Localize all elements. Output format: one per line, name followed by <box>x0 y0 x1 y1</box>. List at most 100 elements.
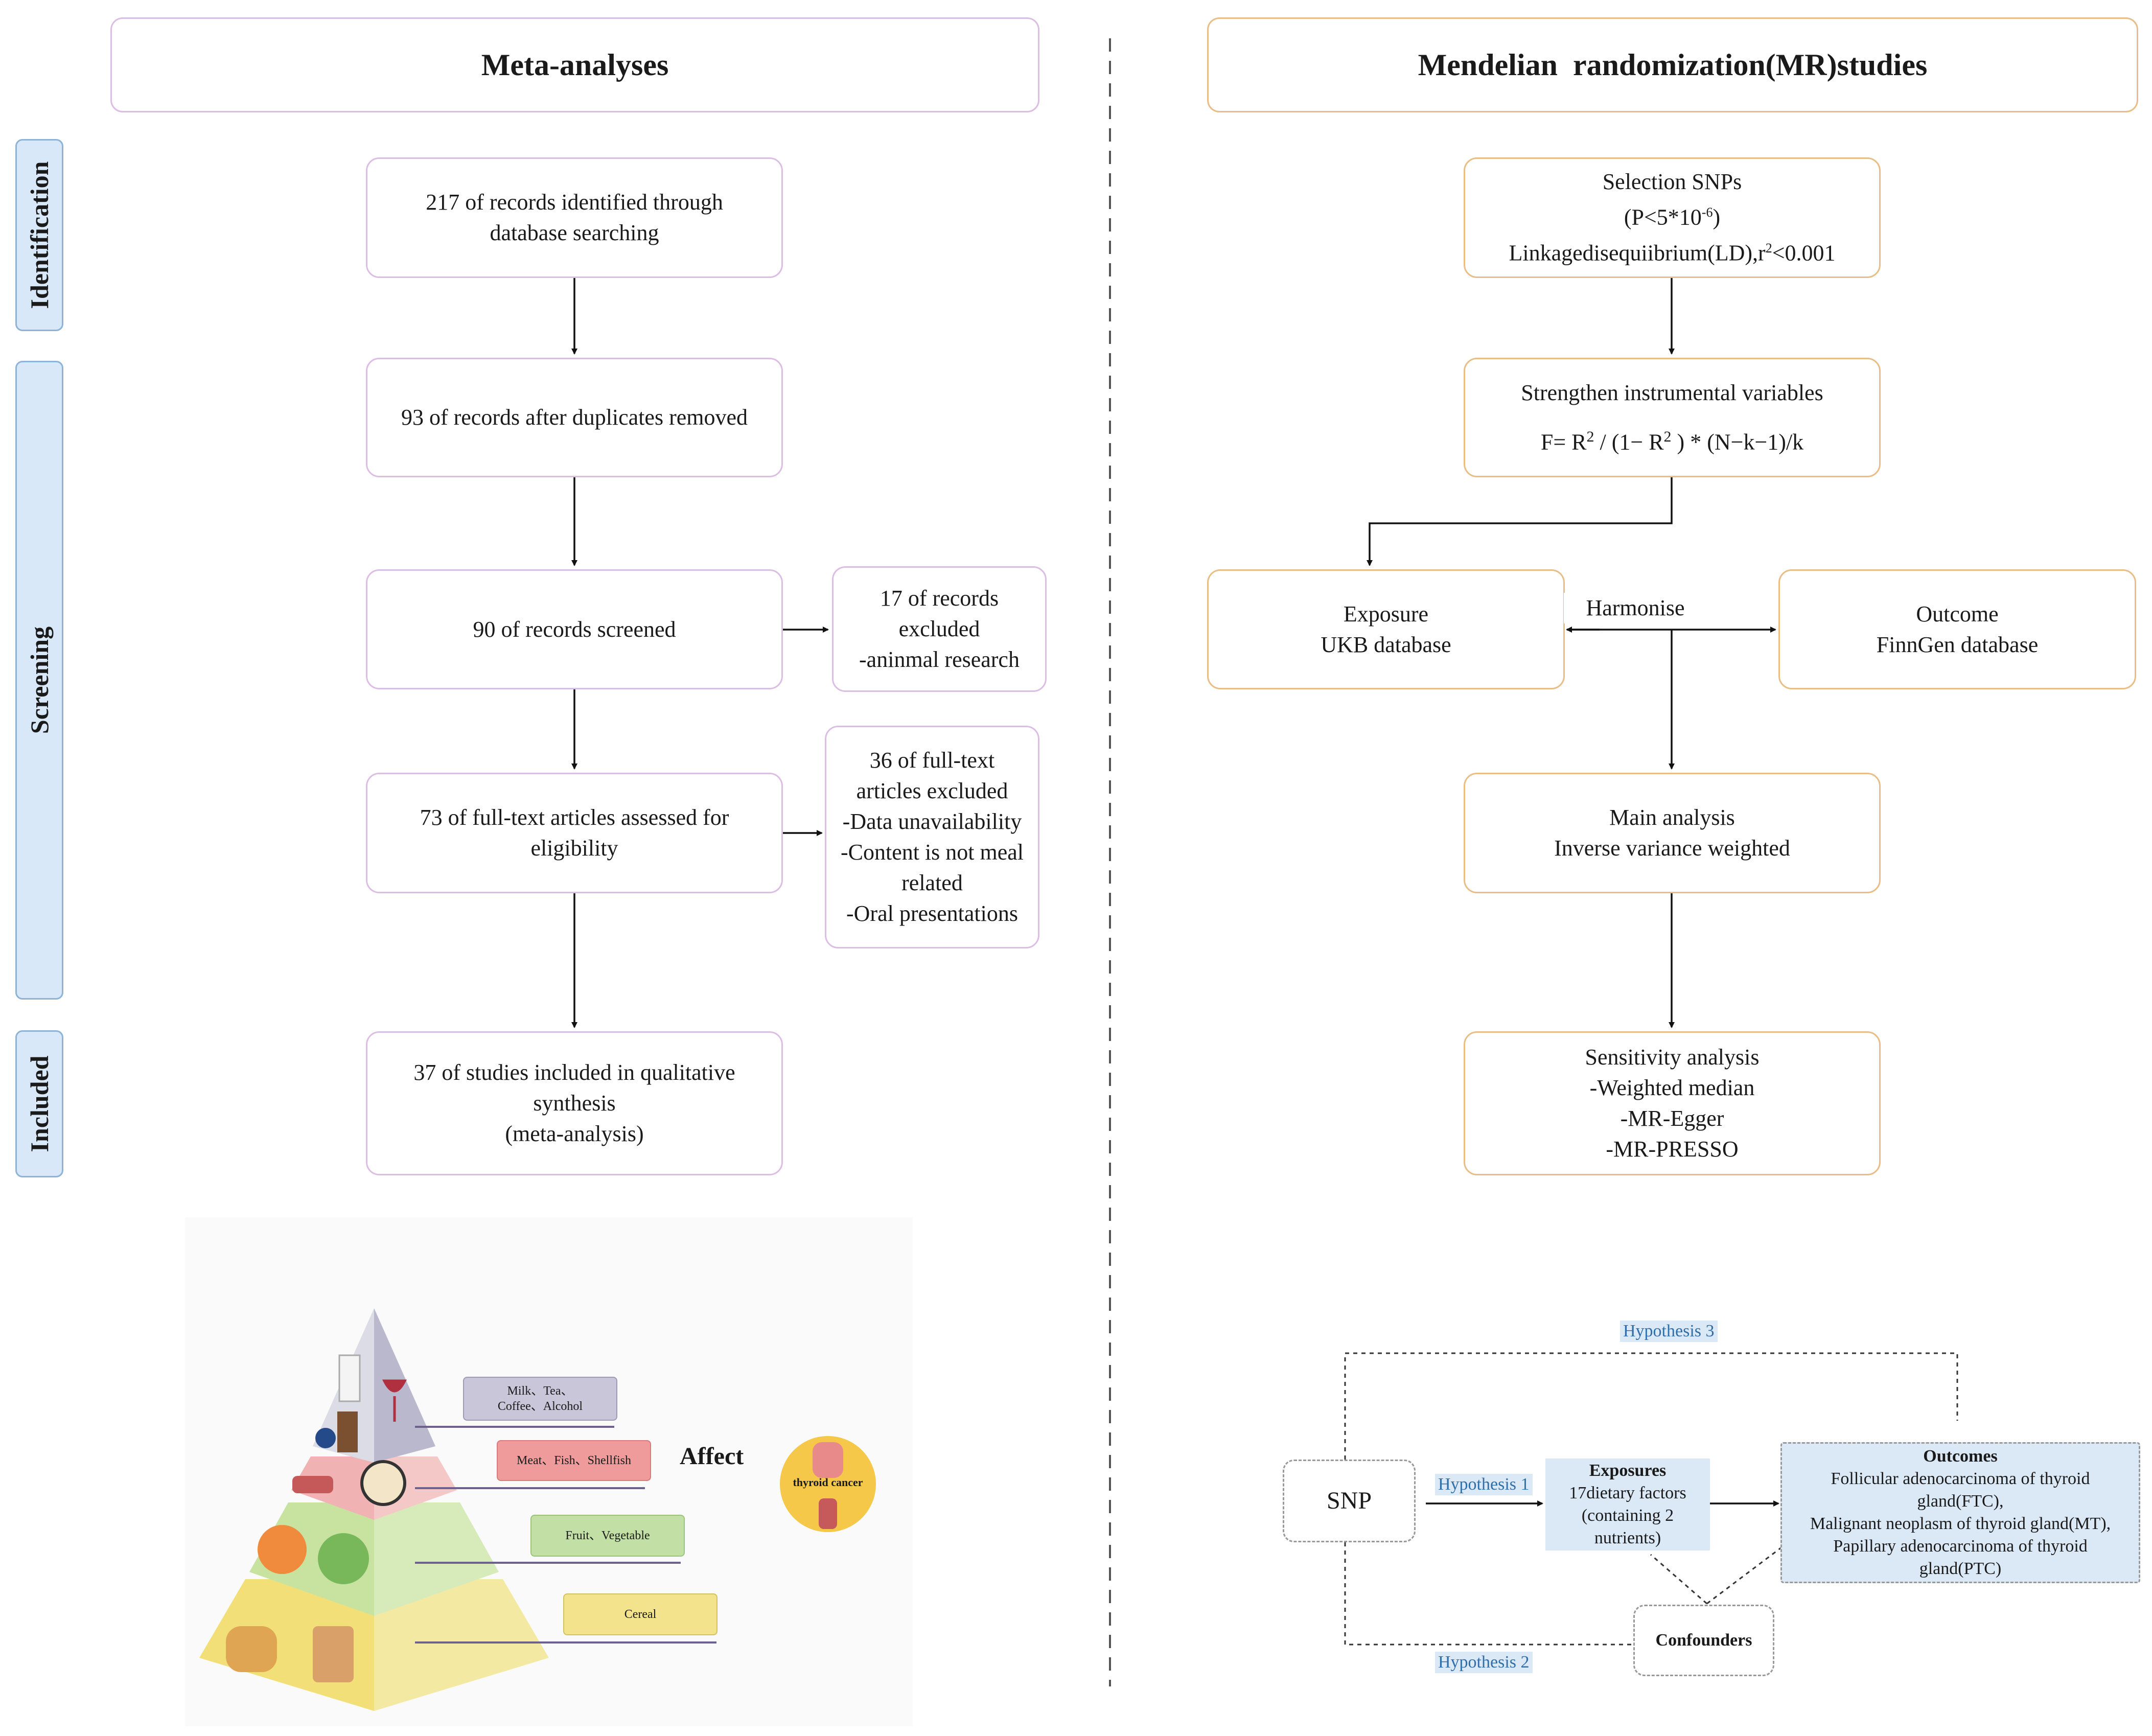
box-text: / (1− R <box>1594 429 1664 455</box>
stage-identification-label: Identification <box>25 161 54 309</box>
box-strengthen-iv: Strengthen instrumental variables F= R2 … <box>1464 358 1881 477</box>
box-text: excluded <box>898 616 980 641</box>
pyramid-label-fruit: Fruit、Vegetable <box>530 1515 685 1557</box>
peach-icon <box>258 1525 307 1574</box>
stage-identification: Identification <box>15 139 63 331</box>
stage-screening: Screening <box>15 361 63 1000</box>
box-text: (meta-analysis) <box>505 1121 644 1146</box>
box-sensitivity-analysis: Sensitivity analysis -Weighted median -M… <box>1464 1031 1881 1175</box>
box-text: -Weighted median <box>1589 1075 1755 1100</box>
meta-analyses-title: Meta-analyses <box>110 17 1039 112</box>
coffee-bottle-icon <box>337 1411 358 1452</box>
box-duplicates-removed: 93 of records after duplicates removed <box>366 358 783 477</box>
selection-ld-threshold: Linkagedisequiibrium(LD),r2<0.001 <box>1509 233 1835 269</box>
box-main-analysis: Main analysis Inverse variance weighted <box>1464 773 1881 893</box>
superscript: 2 <box>1765 241 1772 256</box>
box-text: F= R <box>1540 429 1587 455</box>
box-text: Inverse variance weighted <box>1554 836 1790 861</box>
pyramid-label-text: Fruit、Vegetable <box>565 1529 650 1542</box>
dag-outcomes-text: Papillary adenocarcinoma of thyroid <box>1833 1537 2088 1556</box>
thyroid-cancer-label: thyroid cancer <box>793 1476 863 1489</box>
box-text: Linkagedisequiibrium(LD),r <box>1509 240 1766 266</box>
box-records-screened: 90 of records screened <box>366 569 783 689</box>
superscript: 2 <box>1663 428 1672 445</box>
dag-exposures-title: Exposures <box>1589 1461 1667 1480</box>
stage-screening-label: Screening <box>25 626 54 734</box>
box-outcome: Outcome FinnGen database <box>1778 569 2136 689</box>
thyroid-cancer-circle <box>780 1436 876 1532</box>
box-text: 217 of records identified through <box>426 190 723 215</box>
pyramid-tier-fruit-right <box>374 1502 499 1616</box>
box-text: -Content is not meal <box>840 840 1024 865</box>
flour-bag-icon <box>313 1626 354 1682</box>
box-text: ) * (N−k−1)/k <box>1671 429 1804 455</box>
hypothesis3-path <box>1344 1352 1958 1460</box>
box-records-identified: 217 of records identified through databa… <box>366 157 783 278</box>
mr-studies-title-text: Mendelian randomization(MR)studies <box>1418 48 1928 82</box>
box-text: -MR-Egger <box>1620 1106 1724 1131</box>
box-text: eligibility <box>530 836 618 861</box>
pyramid-label-cereal: Cereal <box>563 1593 718 1635</box>
superscript: 2 <box>1586 428 1594 445</box>
box-text: UKB database <box>1321 632 1451 657</box>
box-text: articles excluded <box>856 778 1008 803</box>
stage-included: Included <box>15 1030 63 1177</box>
dag-outcomes-text: Follicular adenocarcinoma of thyroid <box>1831 1469 2090 1488</box>
pyramid-label-text: Cereal <box>624 1608 657 1621</box>
pyramid-tier-cereal-right <box>374 1579 549 1711</box>
hypothesis3-label: Hypothesis 3 <box>1620 1321 1718 1342</box>
box-text: Strengthen instrumental variables <box>1521 380 1823 405</box>
mr-studies-title: Mendelian randomization(MR)studies <box>1207 17 2138 112</box>
box-text: -aninmal research <box>859 647 1020 672</box>
pyramid-label-meat: Meat、Fish、Shellfish <box>497 1440 651 1481</box>
box-text: synthesis <box>533 1091 616 1116</box>
box-text: 73 of full-text articles assessed for <box>420 805 729 830</box>
pyramid-label-text: Meat、Fish、Shellfish <box>516 1454 631 1467</box>
box-fulltext-excluded: 36 of full-text articles excluded -Data … <box>825 726 1039 948</box>
box-text: -Oral presentations <box>846 901 1018 926</box>
cabbage-icon <box>318 1533 369 1584</box>
bread-icon <box>226 1626 277 1672</box>
dag-outcomes-text: gland(PTC) <box>1919 1559 2002 1578</box>
affect-label: Affect <box>680 1443 744 1470</box>
hypothesis2-path <box>1344 1542 1633 1646</box>
dag-outcomes-text: Malignant neoplasm of thyroid gland(MT), <box>1810 1514 2111 1533</box>
f-statistic-formula: F= R2 / (1− R2 ) * (N−k−1)/k <box>1541 422 1803 458</box>
wine-glass-icon <box>382 1379 407 1422</box>
box-text: Outcome <box>1916 601 1999 627</box>
dag-confounders-node: Confounders <box>1633 1605 1774 1676</box>
box-text: 93 of records after duplicates removed <box>401 405 748 430</box>
thyroid-icon <box>813 1442 843 1478</box>
pyramid-tier-drinks-right <box>374 1308 435 1463</box>
pyramid-label-text: Coffee、Alcohol <box>497 1400 583 1413</box>
milk-glass-icon <box>338 1354 361 1402</box>
stage-included-label: Included <box>25 1055 54 1152</box>
meta-analyses-title-text: Meta-analyses <box>481 48 669 82</box>
selection-p-threshold: (P<5*10-6) <box>1624 197 1720 233</box>
hypothesis1-label: Hypothesis 1 <box>1435 1474 1533 1495</box>
box-text: -MR-PRESSO <box>1606 1137 1739 1162</box>
box-text: 37 of studies included in qualitative <box>413 1060 735 1085</box>
dag-snp-node: SNP <box>1283 1460 1416 1542</box>
dag-exposures-node: Exposures 17dietary factors (containing … <box>1545 1459 1710 1550</box>
box-selection-snps: Selection SNPs (P<5*10-6) Linkagedisequi… <box>1464 157 1881 278</box>
superscript: -6 <box>1701 205 1713 220</box>
dag-confounders-label: Confounders <box>1655 1631 1752 1650</box>
meat-icon <box>292 1476 333 1493</box>
box-text: ) <box>1713 205 1721 230</box>
box-text: 90 of records screened <box>473 616 676 642</box>
box-fulltext-assessed: 73 of full-text articles assessed for el… <box>366 773 783 893</box>
trachea-icon <box>819 1498 837 1529</box>
box-text: Main analysis <box>1609 805 1735 830</box>
confounder-to-outcome <box>1706 1546 1782 1605</box>
arrow-strengthen-to-exposure <box>1367 477 1673 566</box>
box-exposure: Exposure UKB database <box>1207 569 1565 689</box>
box-text: FinnGen database <box>1876 632 2039 657</box>
tea-cup-icon <box>315 1428 336 1448</box>
dag-exposures-text: 17dietary factors <box>1569 1484 1686 1502</box>
box-text: Exposure <box>1343 601 1429 627</box>
box-text: 17 of records <box>880 586 999 611</box>
food-pyramid-graphic <box>199 1308 876 1711</box>
box-text: related <box>901 870 963 895</box>
dag-outcomes-node: Outcomes Follicular adenocarcinoma of th… <box>1780 1442 2140 1583</box>
